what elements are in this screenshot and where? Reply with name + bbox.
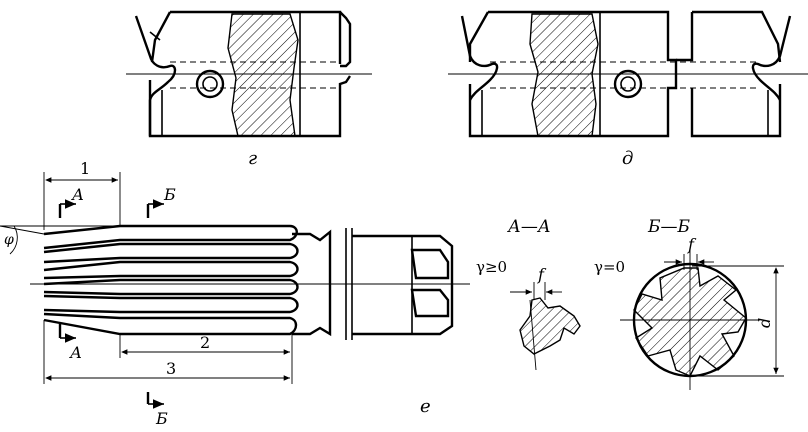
view-d-section-hatch: [529, 13, 599, 137]
label-g: г: [248, 148, 257, 169]
shank: [352, 234, 454, 336]
phi-label: φ: [4, 232, 14, 248]
flute-5: [43, 294, 299, 314]
view-d-pin: [613, 69, 643, 99]
section-aa: А—А γ≥0 f: [476, 217, 581, 371]
section-aa-title: А—А: [507, 217, 551, 237]
view-d-lip-right: [751, 15, 792, 101]
view-e: А А Б Б 1 φ 2 3 е: [0, 159, 470, 428]
flute-4: [43, 278, 299, 296]
dim-d: d: [755, 318, 774, 328]
gamma-bb: γ=0: [594, 258, 625, 276]
tang-lower: [410, 288, 450, 318]
f-aa: f: [537, 265, 547, 284]
section-a-bottom: А: [69, 343, 82, 362]
view-g-pin: [195, 69, 225, 99]
view-d-outline-right: [676, 10, 782, 138]
phi-arc: [9, 225, 18, 255]
label-e: е: [420, 396, 431, 417]
section-b-top: Б: [163, 185, 176, 204]
neck: [292, 229, 332, 337]
f-bb: f: [687, 235, 697, 254]
view-d: д: [448, 10, 808, 169]
section-a-top: А: [71, 185, 84, 204]
view-d-pin-inner: [620, 76, 636, 92]
view-d-lip-left: [460, 15, 499, 101]
flute-6: [43, 312, 298, 336]
section-bb-title: Б—Б: [647, 217, 690, 237]
dim-2: 2: [200, 333, 210, 352]
section-bb: Б—Б γ=0 f d: [594, 217, 784, 390]
view-g-pin-inner: [202, 76, 218, 92]
flute-3: [43, 260, 299, 280]
view-g-chamfer-left: [150, 11, 172, 63]
section-aa-profile: [519, 297, 581, 355]
flute-1: [43, 224, 298, 250]
section-b-bottom: Б: [155, 409, 168, 428]
view-g-lip: [134, 15, 177, 136]
gamma-aa: γ≥0: [476, 258, 507, 276]
flute-2: [43, 242, 299, 264]
dim-3: 3: [166, 359, 176, 378]
view-g-section-hatch: [227, 13, 299, 137]
label-d: д: [622, 148, 633, 169]
view-g: г: [126, 10, 372, 169]
view-g-outline-top: [170, 10, 352, 68]
tang-upper: [410, 248, 450, 280]
dim-1: 1: [80, 159, 90, 178]
